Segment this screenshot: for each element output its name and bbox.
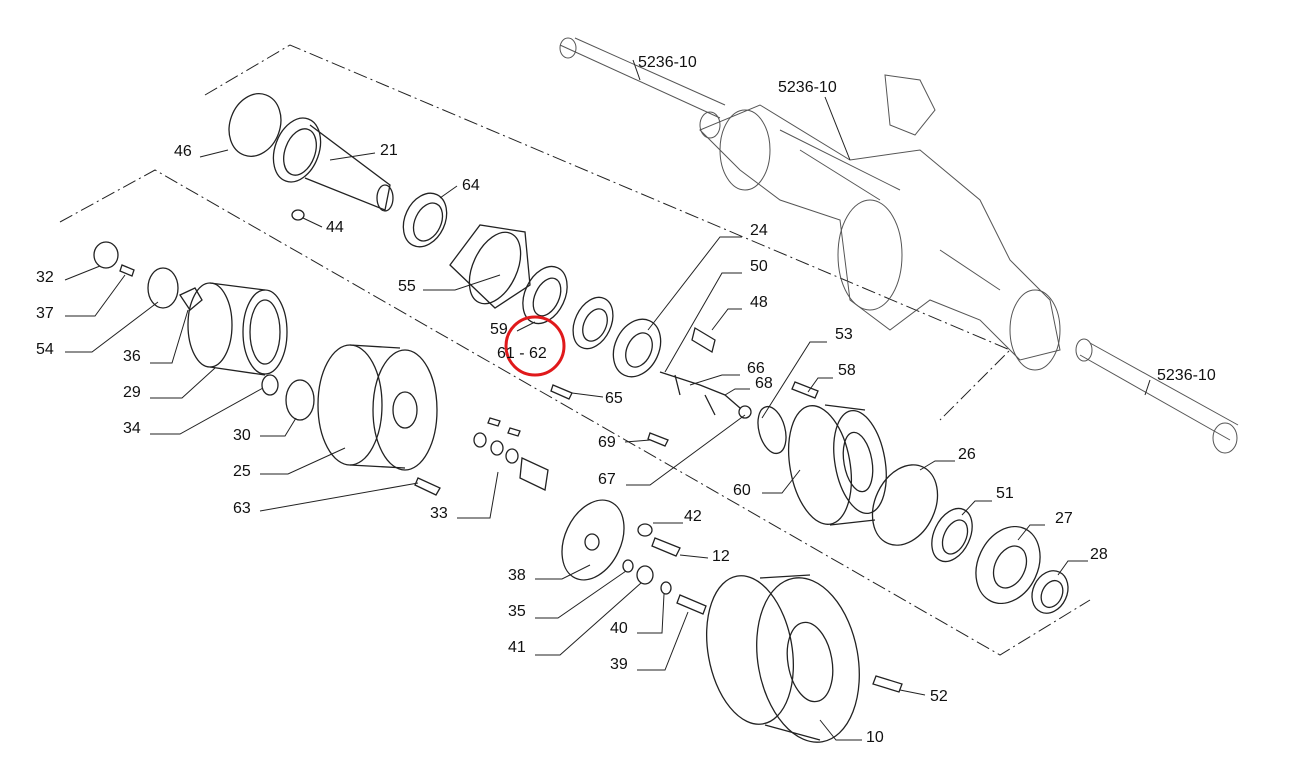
label-32: 32 <box>36 269 54 286</box>
label-61-62: 61 - 62 <box>497 345 547 362</box>
part-24-bearing <box>612 318 662 378</box>
part-25-carrier <box>317 344 438 471</box>
label-39: 39 <box>610 656 628 673</box>
label-27: 27 <box>1055 510 1073 527</box>
label-55: 55 <box>398 278 416 295</box>
part-44-washer <box>291 209 305 221</box>
part-54-gear <box>147 267 179 309</box>
label-34: 34 <box>123 420 141 437</box>
part-48-bolt <box>691 326 716 354</box>
part-labels: 5236-10 5236-10 5236-10 21 46 44 64 32 3… <box>36 54 1216 746</box>
highlight-circle <box>504 315 566 377</box>
label-48: 48 <box>750 294 768 311</box>
parts <box>93 93 1069 743</box>
label-30: 30 <box>233 427 251 444</box>
label-10: 10 <box>866 729 884 746</box>
label-69: 69 <box>598 434 616 451</box>
label-51: 51 <box>996 485 1014 502</box>
label-29: 29 <box>123 384 141 401</box>
part-26-o-ring <box>871 464 939 546</box>
label-67: 67 <box>598 471 616 488</box>
part-30-gear <box>285 379 315 421</box>
label-63: 63 <box>233 500 251 517</box>
label-5236-10-b: 5236-10 <box>778 79 837 96</box>
label-5236-10-a: 5236-10 <box>638 54 697 71</box>
label-24: 24 <box>750 222 768 239</box>
label-41: 41 <box>508 639 526 656</box>
part-32-nut <box>93 241 119 269</box>
assembly-outlines <box>59 44 1091 656</box>
part-65-screw <box>550 384 573 400</box>
part-35-plug <box>622 559 634 573</box>
part-60-hub <box>788 404 887 526</box>
part-33-set <box>473 417 549 491</box>
label-21: 21 <box>380 142 398 159</box>
label-46: 46 <box>174 143 192 160</box>
part-55-bearing-cup <box>449 224 531 309</box>
part-42-washer <box>637 523 653 537</box>
part-41-nut <box>636 565 654 585</box>
part-38-cover <box>561 499 625 581</box>
part-40-washer <box>660 581 672 595</box>
part-53-tone-ring <box>757 405 787 455</box>
label-53: 53 <box>835 326 853 343</box>
part-27-gear <box>975 525 1041 605</box>
label-52: 52 <box>930 688 948 705</box>
label-33: 33 <box>430 505 448 522</box>
part-28-nut <box>1031 570 1069 614</box>
label-50: 50 <box>750 258 768 275</box>
label-59: 59 <box>490 321 508 338</box>
label-68: 68 <box>755 375 773 392</box>
leader-lines <box>64 59 1151 741</box>
label-64: 64 <box>462 177 480 194</box>
part-64-seal <box>402 192 448 248</box>
part-69-screw <box>647 432 669 447</box>
part-10-brake-drum <box>705 574 860 743</box>
part-29-ring-gear <box>187 282 288 376</box>
part-34-washer <box>261 374 279 396</box>
part-61-62-bearing <box>522 265 568 325</box>
label-66: 66 <box>747 360 765 377</box>
part-37-pin <box>119 264 135 277</box>
label-60: 60 <box>733 482 751 499</box>
label-25: 25 <box>233 463 251 480</box>
part-bearing-ring <box>572 296 614 350</box>
part-52-bolt <box>872 675 903 693</box>
part-12-bolt <box>651 537 681 557</box>
label-54: 54 <box>36 341 54 358</box>
label-35: 35 <box>508 603 526 620</box>
label-38: 38 <box>508 567 526 584</box>
part-21-spindle <box>272 117 394 212</box>
part-51-bearing <box>931 507 973 563</box>
part-39-stud <box>676 594 707 615</box>
part-46-o-ring <box>228 93 282 157</box>
part-63-screw <box>414 477 441 496</box>
label-58: 58 <box>838 362 856 379</box>
part-66-68-valve <box>659 371 752 419</box>
label-40: 40 <box>610 620 628 637</box>
part-58-bolt <box>791 381 819 399</box>
part-36-clip <box>179 287 203 311</box>
label-28: 28 <box>1090 546 1108 563</box>
label-36: 36 <box>123 348 141 365</box>
label-37: 37 <box>36 305 54 322</box>
label-42: 42 <box>684 508 702 525</box>
label-65: 65 <box>605 390 623 407</box>
label-12: 12 <box>712 548 730 565</box>
label-5236-10-c: 5236-10 <box>1157 367 1216 384</box>
axle-housing-drawing <box>559 37 1239 454</box>
label-26: 26 <box>958 446 976 463</box>
label-44: 44 <box>326 219 344 236</box>
